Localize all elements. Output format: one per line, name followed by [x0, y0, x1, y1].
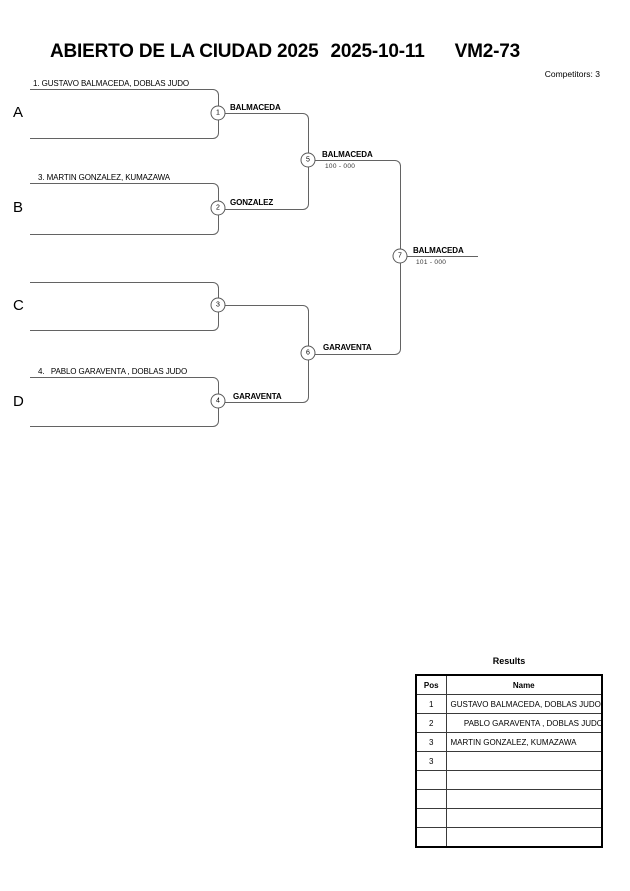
match-3-number: 3 [216, 301, 220, 309]
match-2-circle: 2 [210, 200, 226, 216]
result-pos: 1 [415, 694, 447, 714]
results-header-row: Pos Name [415, 674, 603, 695]
match-4-number: 4 [216, 397, 220, 405]
position-label-a: A [13, 104, 24, 121]
results-row [415, 808, 603, 828]
position-label-d: D [13, 393, 24, 410]
results-col-pos: Pos [415, 674, 447, 695]
result-pos [415, 770, 447, 790]
match-5-number: 5 [306, 156, 310, 164]
entry-name-a: 1. GUSTAVO BALMACEDA, DOBLAS JUDO [33, 79, 189, 88]
result-name [445, 770, 603, 790]
match-5-circle: 5 [300, 152, 316, 168]
results-row: 1 GUSTAVO BALMACEDA, DOBLAS JUDO [415, 694, 603, 714]
result-pos: 2 [415, 713, 447, 733]
match-5-winner-label: BALMACEDA [322, 150, 373, 159]
semifinal-1-connector-lines [218, 113, 309, 210]
match-7-winner-label: BALMACEDA [413, 246, 464, 255]
result-name: PABLO GARAVENTA , DOBLAS JUDO [445, 713, 603, 733]
result-pos [415, 827, 447, 848]
position-label-c: C [13, 297, 24, 314]
entry-name-d: 4. PABLO GARAVENTA , DOBLAS JUDO [38, 367, 188, 376]
result-name: MARTIN GONZALEZ, KUMAZAWA [445, 732, 603, 752]
bracket-pair-d-lines [30, 377, 219, 427]
match-5-score: 100 - 000 [325, 163, 356, 170]
results-row: 3 MARTIN GONZALEZ, KUMAZAWA [415, 732, 603, 752]
bracket-pair-c-lines [30, 282, 219, 331]
results-col-name: Name [445, 674, 603, 695]
bracket-pair-b-lines [30, 183, 219, 235]
results-table: Pos Name 1 GUSTAVO BALMACEDA, DOBLAS JUD… [415, 674, 603, 848]
match-6-circle: 6 [300, 345, 316, 361]
title-event: ABIERTO DE LA CIUDAD 2025 [50, 41, 319, 62]
match-2-number: 2 [216, 204, 220, 212]
results-row: 2 PABLO GARAVENTA , DOBLAS JUDO [415, 713, 603, 733]
result-pos: 3 [415, 751, 447, 771]
final-winner-line [400, 256, 478, 257]
position-label-b: B [13, 199, 24, 216]
match-7-score: 101 - 000 [416, 259, 447, 266]
page-title: ABIERTO DE LA CIUDAD 2025 2025-10-11 VM2-7… [50, 41, 520, 63]
title-date: 2025-10-11 [330, 41, 425, 62]
results-row [415, 827, 603, 848]
match-2-winner-label: GONZALEZ [230, 198, 274, 207]
match-1-circle: 1 [210, 105, 226, 121]
bracket-pair-a-lines [30, 89, 219, 139]
results-row [415, 789, 603, 809]
result-name [445, 789, 603, 809]
match-6-number: 6 [306, 349, 310, 357]
match-7-circle: 7 [392, 248, 408, 264]
match-4-circle: 4 [210, 393, 226, 409]
result-name [445, 751, 603, 771]
result-name: GUSTAVO BALMACEDA, DOBLAS JUDO [445, 694, 603, 714]
match-7-number: 7 [398, 252, 402, 260]
match-4-winner-label: GARAVENTA [233, 392, 282, 401]
result-pos [415, 808, 447, 828]
result-name [445, 808, 603, 828]
match-1-winner-label: BALMACEDA [230, 103, 281, 112]
results-title: Results [492, 656, 526, 666]
result-name [445, 827, 603, 848]
entry-name-b: 3. MARTIN GONZALEZ, KUMAZAWA [38, 173, 171, 182]
match-1-number: 1 [216, 109, 220, 117]
result-pos: 3 [415, 732, 447, 752]
competitors-count: Competitors: 3 [544, 69, 600, 79]
result-pos [415, 789, 447, 809]
final-connector-lines [308, 160, 401, 355]
title-category: VM2-73 [454, 41, 521, 62]
semifinal-2-connector-lines [218, 305, 309, 403]
results-row: 3 [415, 751, 603, 771]
results-row [415, 770, 603, 790]
match-6-winner-label: GARAVENTA [323, 343, 372, 352]
match-3-circle: 3 [210, 297, 226, 313]
